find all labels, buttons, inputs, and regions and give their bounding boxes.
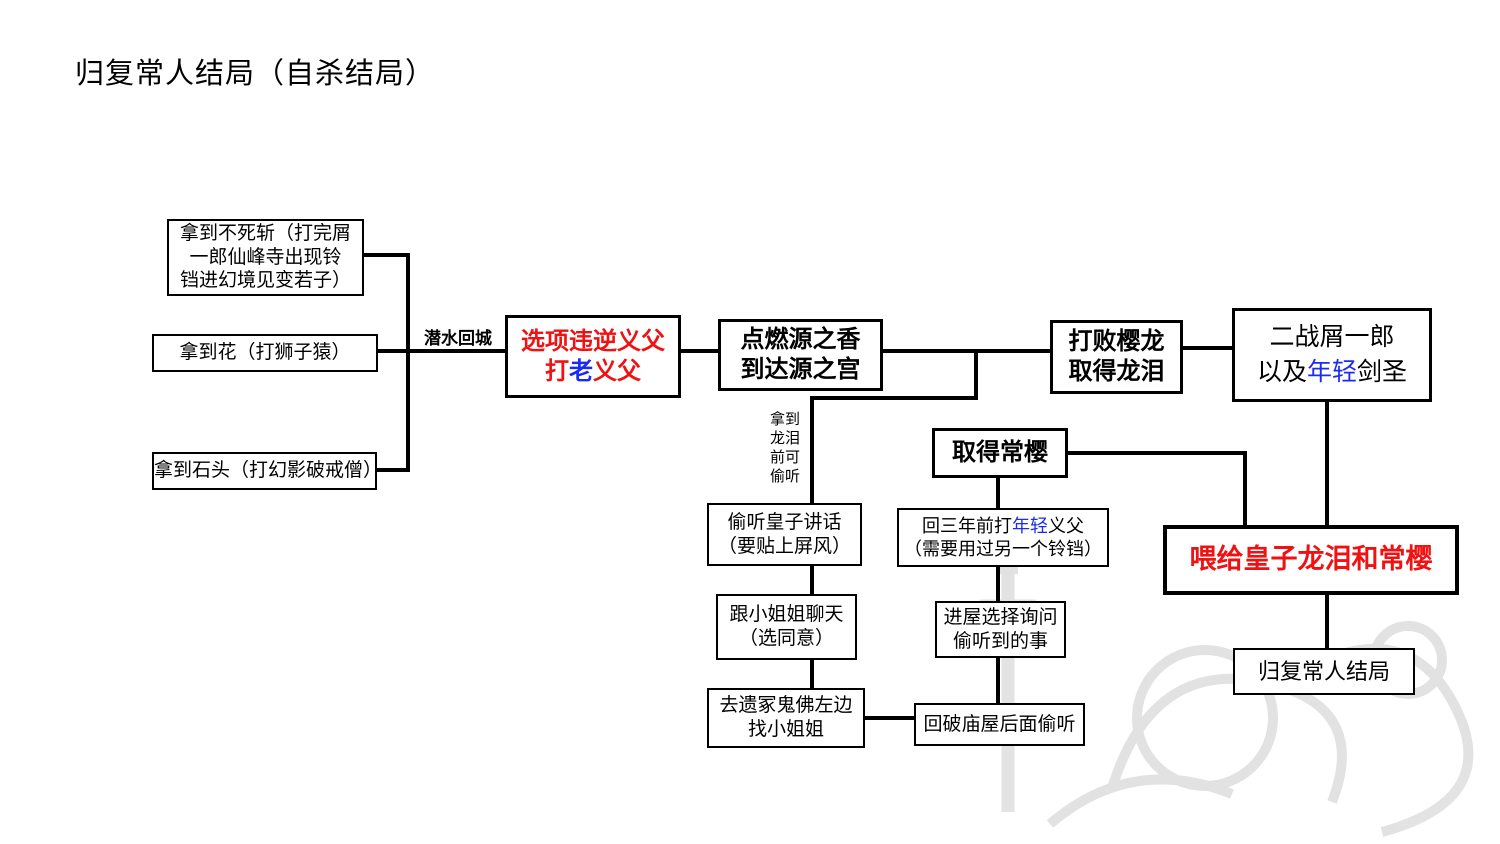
node-text: 打老义父 [545, 357, 641, 387]
node-temple-eavesdrop: 回破庙屋后面偷听 [914, 703, 1085, 746]
node-text-segment: 义父 [593, 357, 641, 385]
node-text: （需要用过另一个铃铛） [904, 538, 1102, 559]
node-text: 回三年前打年轻义父 [922, 515, 1084, 538]
node-defeat-dragon: 打败樱龙 取得龙泪 [1050, 320, 1183, 394]
node-text: 找小姐姐 [747, 719, 824, 740]
node-text: （要贴上屏风） [717, 535, 851, 557]
connector-feed-ending [1325, 595, 1329, 648]
node-text: 拿到花（打狮子猿） [179, 342, 351, 364]
node-text: 跟小姐姐聊天 [729, 604, 844, 626]
node-text: 进屋选择询问 [943, 606, 1058, 628]
node-text-segment: 以及 [1256, 358, 1307, 386]
connector-main-1 [378, 349, 505, 353]
edge-label-line: 偷听 [769, 468, 800, 485]
node-text: 拿到石头（打幻影破戒僧） [154, 460, 383, 482]
node-text-segment: 剑圣 [1357, 358, 1408, 386]
node-obtain-everblossom: 取得常樱 [932, 428, 1068, 478]
edge-label-line: 龙泪 [769, 430, 800, 447]
connector-main-2 [681, 349, 718, 353]
connector-temple-ask [996, 658, 1000, 703]
node-text: 拿到不死斩（打完屑 [179, 222, 351, 244]
node-text: 去遗冢鬼佛左边 [719, 695, 853, 717]
node-text-segment: 年轻 [1012, 516, 1048, 536]
connector-mortal-blade-stub [364, 253, 410, 257]
node-chat-lady: 跟小姐姐聊天 （选同意） [716, 594, 857, 660]
connector-eavesdrop-chat [810, 565, 814, 594]
connector-findlady-temple [865, 716, 914, 720]
node-eavesdrop-prince: 偷听皇子讲话 （要贴上屏风） [707, 503, 862, 566]
node-text: 取得龙泪 [1068, 358, 1165, 385]
node-text: 点燃源之香 [740, 326, 861, 353]
edge-label-pre-tear-eavesdrop: 拿到 龙泪 前可 偷听 [761, 410, 809, 486]
node-text-segment: 年轻 [1306, 358, 1357, 386]
node-text: 铛进幻境见变若子） [179, 270, 351, 292]
edge-label-line: 前可 [769, 449, 800, 466]
connector-branch-to-eavesdrop [810, 398, 814, 503]
node-text-segment: 回三年前打 [922, 516, 1012, 536]
connector-stone-stub [377, 468, 410, 472]
connector-main-4 [1182, 346, 1232, 350]
node-ending: 归复常人结局 [1233, 648, 1415, 695]
page-title: 归复常人结局（自杀结局） [75, 58, 436, 90]
connector-ask-youngfather [996, 567, 1000, 601]
node-text: 以及年轻剑圣 [1257, 355, 1407, 390]
node-text-segment: 打 [545, 357, 569, 385]
node-text: （选同意） [738, 628, 834, 649]
connector-everblossom-across [1067, 451, 1247, 455]
node-light-incense: 点燃源之香 到达源之宫 [718, 319, 883, 391]
connector-youngfather-everblossom [996, 478, 1000, 508]
node-find-lady: 去遗冢鬼佛左边 找小姐姐 [707, 688, 865, 748]
node-text: 回破庙屋后面偷听 [923, 713, 1076, 735]
connector-branch-down [974, 351, 978, 398]
node-text: 偷听皇子讲话 [727, 511, 842, 533]
connector-genichiro-feed [1325, 402, 1329, 525]
node-text: 偷听到的事 [952, 630, 1048, 652]
node-text-segment: 老 [569, 357, 593, 385]
node-text: 喂给皇子龙泪和常樱 [1189, 544, 1433, 575]
connector-everblossom-feed [1243, 451, 1247, 525]
node-text: 选项违逆义父 [521, 327, 665, 355]
node-text: 打败樱龙 [1068, 328, 1165, 355]
node-text-segment: 义父 [1048, 516, 1084, 536]
node-feed-prince: 喂给皇子龙泪和常樱 [1163, 525, 1459, 595]
connector-branch-across [810, 396, 978, 400]
connector-main-3 [883, 349, 1050, 353]
node-text: 一郎仙峰寺出现铃 [189, 246, 342, 268]
node-text: 二战屑一郎 [1269, 323, 1395, 351]
node-ask-inside: 进屋选择询问 偷听到的事 [935, 601, 1066, 658]
node-fight-young-father: 回三年前打年轻义父 （需要用过另一个铃铛） [897, 508, 1109, 567]
node-text: 取得常樱 [952, 439, 1048, 466]
edge-label-dive-back: 潜水回城 [424, 329, 492, 348]
node-get-flower: 拿到花（打狮子猿） [152, 334, 378, 372]
node-text: 到达源之宫 [740, 356, 861, 383]
node-defy-father: 选项违逆义父 打老义父 [505, 315, 681, 398]
connector-chat-findlady [810, 660, 814, 688]
node-rematch-genichiro: 二战屑一郎 以及年轻剑圣 [1232, 308, 1432, 402]
connector-left-junction [406, 253, 410, 472]
node-get-mortal-blade: 拿到不死斩（打完屑 一郎仙峰寺出现铃 铛进幻境见变若子） [167, 219, 364, 296]
edge-label-line: 拿到 [769, 411, 800, 428]
node-get-stone: 拿到石头（打幻影破戒僧） [152, 452, 383, 490]
node-text: 归复常人结局 [1257, 658, 1390, 684]
